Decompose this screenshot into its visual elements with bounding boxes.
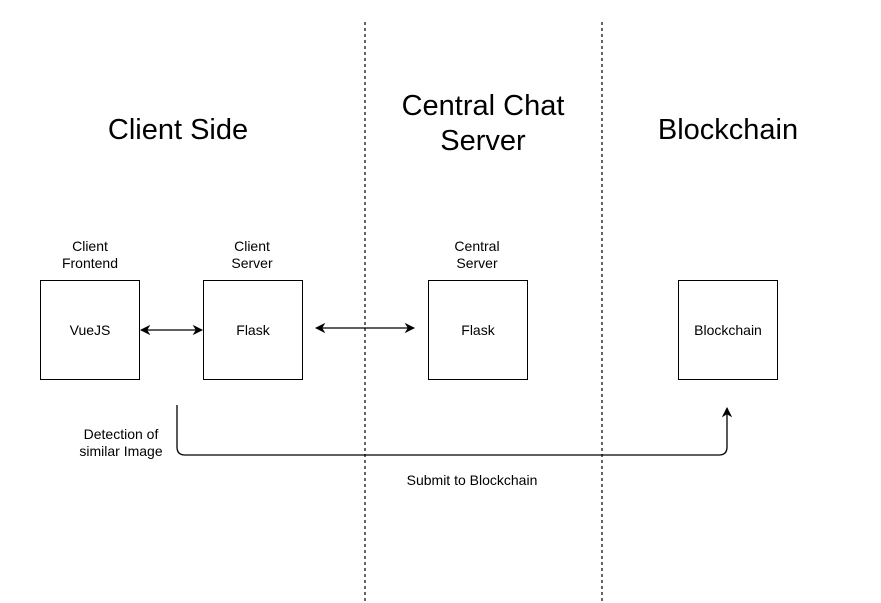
- vuejs-label: VueJS: [69, 322, 111, 338]
- client-flask-node: Flask: [203, 280, 303, 380]
- vuejs-node: VueJS: [40, 280, 140, 380]
- central-flask-node: Flask: [428, 280, 528, 380]
- vuejs-caption: Client Frontend: [61, 238, 119, 271]
- client-flask-label: Flask: [236, 322, 270, 338]
- arrow-submit-blockchain: [176, 405, 733, 456]
- blockchain-node: Blockchain: [678, 280, 778, 380]
- detection-label: Detection of similar Image: [79, 426, 163, 459]
- blockchain-label: Blockchain: [694, 322, 762, 338]
- central-flask-caption: Central Server: [454, 238, 500, 271]
- section-client-title: Client Side: [107, 114, 249, 146]
- central-flask-label: Flask: [461, 322, 495, 338]
- client-flask-caption: Client Server: [231, 238, 273, 271]
- section-blockchain-title: Blockchain: [657, 114, 799, 146]
- section-central-title: Central Chat Server: [401, 90, 565, 157]
- submit-label: Submit to Blockchain: [406, 472, 538, 488]
